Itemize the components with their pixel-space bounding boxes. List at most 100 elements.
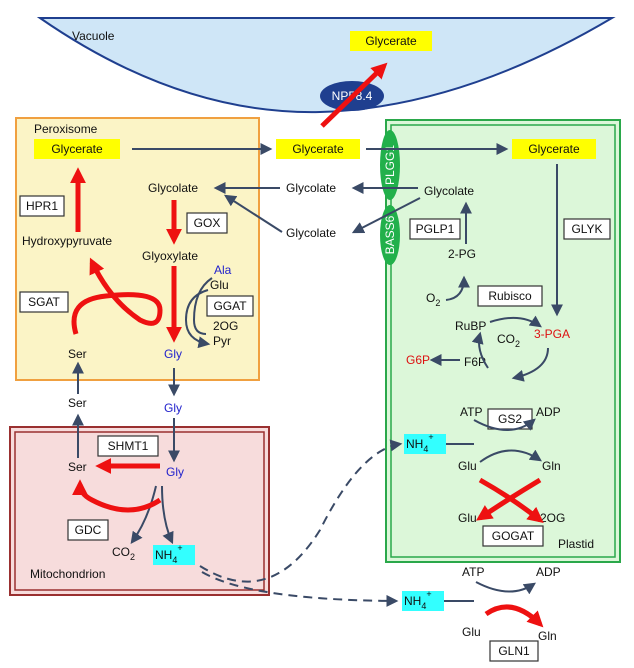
svg-text:GOX: GOX	[194, 216, 221, 230]
enzyme-pglp1: PGLP1	[409, 218, 461, 240]
co2-mito: CO2	[112, 545, 135, 562]
hydroxypyruvate: Hydroxypyruvate	[22, 234, 112, 248]
enzyme-hpr1: HPR1	[19, 195, 65, 217]
arrow-o2-rubisco	[445, 275, 470, 301]
svg-text:GDC: GDC	[75, 523, 102, 537]
svg-text:SHMT1: SHMT1	[108, 439, 149, 453]
glycolate-cytosol-2: Glycolate	[286, 226, 336, 240]
glycolate-peroxisome: Glycolate	[148, 181, 198, 195]
enzyme-gln1: GLN1	[489, 640, 539, 662]
enzyme-glyk: GLYK	[563, 218, 611, 240]
atp-plastid: ATP	[460, 405, 482, 419]
arrow-glycolate2-to-perox	[223, 194, 283, 233]
gly-mito: Gly	[166, 465, 184, 479]
ser-cytosol: Ser	[68, 396, 87, 410]
nh4-mito-highlight	[153, 545, 195, 565]
gs2-atp-adp	[473, 418, 536, 431]
dashed-nh4-to-cytosol	[201, 571, 399, 607]
svg-text:GGAT: GGAT	[213, 299, 247, 313]
glu-peroxisome: Glu	[210, 278, 229, 292]
nh4-mito: NH4+	[155, 543, 183, 565]
enzyme-gox: GOX	[186, 212, 228, 234]
g6p-label: G6P	[406, 353, 430, 367]
pathway-arrows	[72, 143, 563, 602]
ser-mito: Ser	[68, 460, 87, 474]
ala-label: Ala	[214, 263, 232, 277]
svg-text:GLN1: GLN1	[498, 644, 530, 658]
ser-peroxisome: Ser	[68, 347, 87, 361]
glycerate-peroxisome: Glycerate	[51, 142, 103, 156]
co2-plastid: CO2	[497, 332, 520, 349]
glycerate-peroxisome-highlight	[34, 139, 120, 159]
red-arrow-sgat-loop	[71, 257, 163, 335]
gly-peroxisome: Gly	[164, 347, 182, 361]
enzyme-gogat: GOGAT	[482, 525, 544, 547]
peroxisome	[15, 117, 260, 381]
glycolate-cytosol-1: Glycolate	[286, 181, 336, 195]
red-arrow-gdc-to-ser	[72, 479, 162, 513]
nh4-cytosol-highlight	[402, 591, 444, 611]
enzyme-sgat: SGAT	[19, 291, 69, 313]
gln-plastid: Gln	[542, 459, 561, 473]
red-arrow-to-vacuole	[320, 62, 388, 128]
calvin-cycle-left	[471, 331, 489, 369]
arrow-ggat-glu	[184, 289, 211, 349]
rubp-label: RuBP	[455, 319, 486, 333]
2og-peroxisome: 2OG	[213, 319, 238, 333]
vacuole	[36, 17, 616, 114]
nh4-plastid-highlight	[404, 434, 446, 454]
glycerate-vacuole: Glycerate	[365, 34, 417, 48]
bass6-transporter	[380, 205, 400, 265]
dashed-nh4-to-plastid	[199, 439, 403, 583]
gln1-atp-adp	[475, 581, 536, 595]
svg-text:GOGAT: GOGAT	[492, 529, 535, 543]
pyr-label: Pyr	[213, 334, 231, 348]
glycerate-cytosol-highlight	[276, 139, 360, 159]
enzyme-ggat: GGAT	[206, 295, 254, 317]
arrow-gdc-to-nh4	[161, 485, 174, 545]
gs2-glu-gln	[479, 449, 542, 463]
peroxisome-label: Peroxisome	[34, 122, 98, 136]
arrow-gdc-to-co2	[130, 485, 157, 544]
vacuole-label: Vacuole	[72, 29, 115, 43]
enzyme-rubisco: Rubisco	[477, 285, 543, 307]
glu-plastid-2: Glu	[458, 511, 477, 525]
plgg1-transporter	[380, 130, 400, 200]
flux-arrows	[69, 62, 544, 628]
3pga-label: 3-PGA	[534, 327, 570, 341]
plastid-inner	[390, 124, 616, 558]
arrow-ggat-ala	[192, 277, 213, 335]
mitochondrion-label: Mitochondrion	[30, 567, 105, 581]
glycolate-plastid: Glycolate	[424, 184, 474, 198]
arrow-plastid-to-glycolate2	[351, 197, 421, 234]
nh4-transport-arrows	[199, 439, 403, 607]
gln-cytosol: Gln	[538, 629, 557, 643]
red-arrow-gogat-2	[476, 477, 542, 521]
glu-plastid-1: Glu	[458, 459, 477, 473]
mitochondrion-inner	[14, 431, 265, 591]
nh4-cytosol: NH4+	[404, 589, 432, 611]
svg-text:GS2: GS2	[498, 412, 522, 426]
bass6-label: BASS6	[383, 215, 397, 254]
plgg1-label: PLGG1	[383, 145, 397, 185]
glycerate-vacuole-highlight	[350, 31, 432, 51]
svg-text:GLYK: GLYK	[571, 222, 602, 236]
adp-cytosol: ADP	[536, 565, 561, 579]
f6p-label: F6P	[464, 355, 486, 369]
enzyme-shmt1: SHMT1	[97, 435, 159, 457]
adp-plastid: ADP	[536, 405, 561, 419]
2og-plastid: 2OG	[540, 511, 565, 525]
svg-text:SGAT: SGAT	[28, 295, 60, 309]
atp-cytosol: ATP	[462, 565, 484, 579]
glycerate-cytosol: Glycerate	[292, 142, 344, 156]
red-arrow-gln1	[484, 604, 544, 628]
svg-text:HPR1: HPR1	[26, 199, 58, 213]
svg-text:Rubisco: Rubisco	[488, 289, 532, 303]
glu-cytosol: Glu	[462, 625, 481, 639]
2pg-label: 2-PG	[448, 247, 476, 261]
nh4-plastid: NH4+	[406, 432, 434, 454]
glyoxylate: Glyoxylate	[142, 249, 198, 263]
glycerate-plastid: Glycerate	[528, 142, 580, 156]
calvin-cycle-top	[489, 315, 542, 328]
